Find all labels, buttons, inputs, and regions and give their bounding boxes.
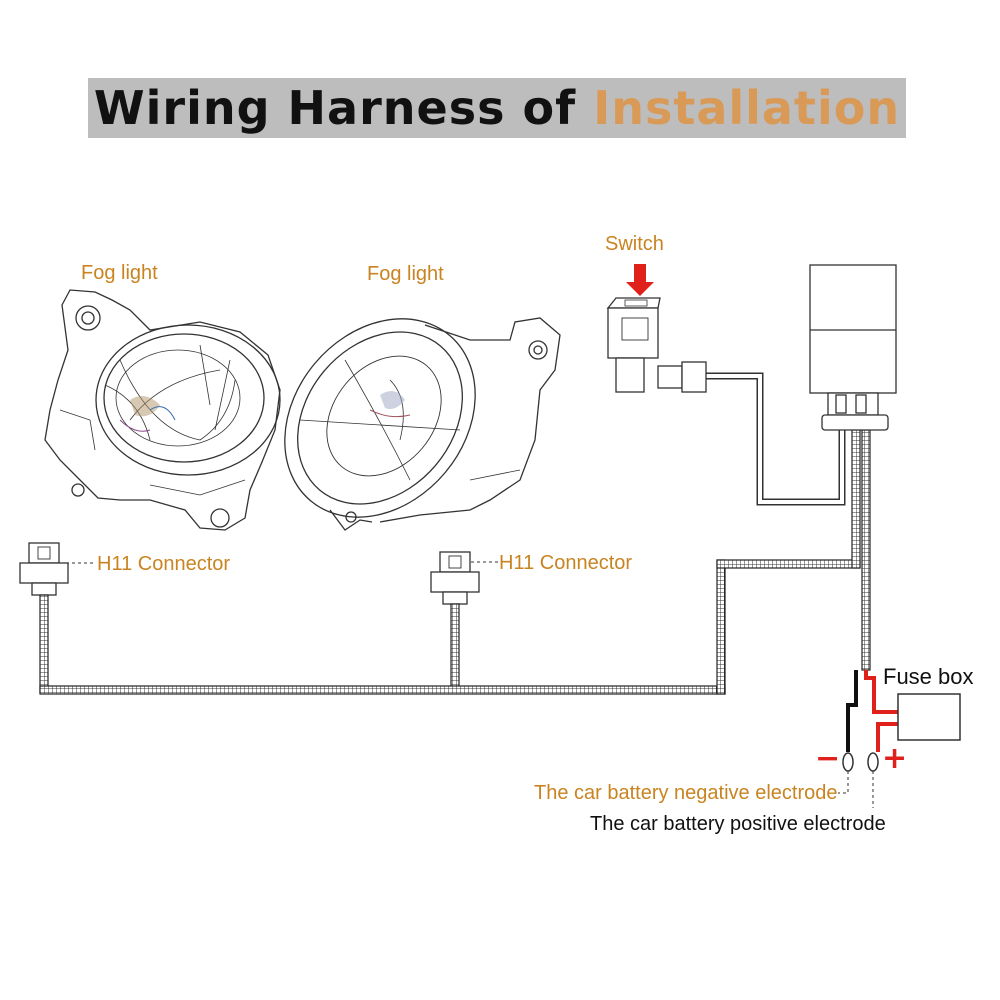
fog-light-right-icon bbox=[284, 317, 561, 531]
fuse-box-icon bbox=[897, 693, 961, 741]
negative-terminal-icon bbox=[842, 752, 854, 772]
switch-label: Switch bbox=[605, 233, 664, 255]
h11-connector-left-icon bbox=[19, 542, 69, 596]
wire-harness bbox=[39, 429, 871, 695]
switch-wire-inner bbox=[705, 374, 844, 504]
positive-sign: + bbox=[882, 741, 908, 776]
h11-connector-right-label: H11 Connector bbox=[499, 552, 633, 574]
fog-light-left-label: Fog light bbox=[81, 262, 158, 284]
switch-wire-outer bbox=[705, 372, 846, 506]
fog-light-right-label: Fog light bbox=[367, 263, 444, 285]
switch-icon bbox=[606, 297, 661, 393]
battery-negative-label: The car battery negative electrode bbox=[534, 782, 838, 804]
fog-light-left-icon bbox=[44, 289, 281, 531]
title-banner: Wiring Harness of Installation bbox=[88, 78, 906, 138]
negative-black-wire bbox=[846, 670, 858, 752]
h11-connector-right-icon bbox=[430, 551, 480, 605]
title-part-2: Installation bbox=[593, 81, 901, 135]
page-title: Wiring Harness of Installation bbox=[88, 78, 906, 138]
h11-connector-left-label: H11 Connector bbox=[97, 553, 231, 575]
positive-terminal-icon bbox=[867, 752, 879, 772]
title-part-1: Wiring Harness of bbox=[93, 81, 594, 135]
fuse-red-wire-top bbox=[864, 670, 898, 714]
negative-sign: − bbox=[815, 741, 841, 776]
switch-arrow-icon bbox=[626, 264, 654, 296]
fuse-box-label: Fuse box bbox=[883, 664, 974, 689]
switch-connector-icon bbox=[657, 361, 707, 393]
relay-icon bbox=[809, 264, 897, 431]
fog-light-right-bulb-detail bbox=[369, 391, 411, 418]
fog-light-left-bulb-detail bbox=[119, 396, 176, 432]
battery-positive-label: The car battery positive electrode bbox=[590, 813, 886, 835]
negative-leader bbox=[838, 771, 849, 794]
fuse-red-wire-bottom bbox=[876, 722, 898, 752]
